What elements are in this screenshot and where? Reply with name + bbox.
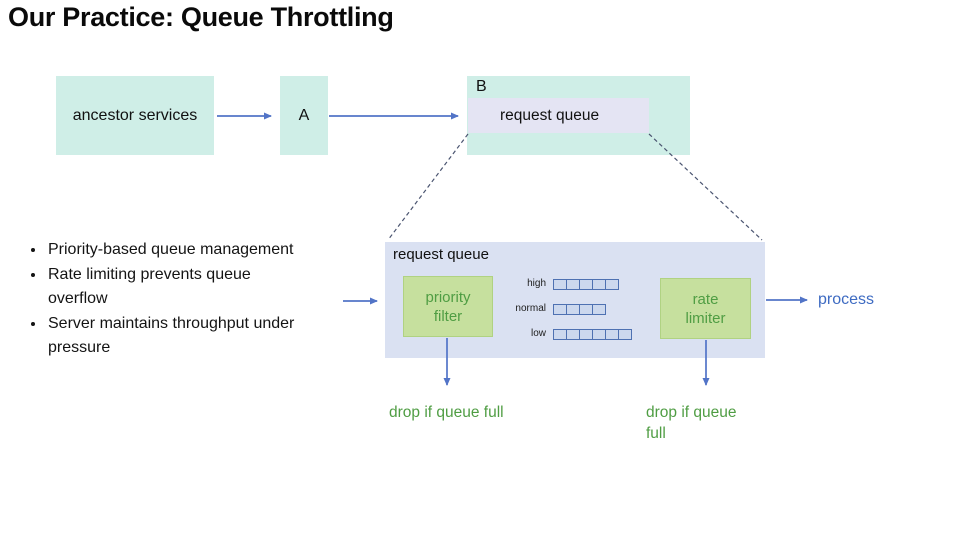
service-b-box: B request queue [467,76,690,155]
ancestor-services-box: ancestor services [56,76,214,155]
ancestor-services-label: ancestor services [72,106,198,124]
queue-cell [579,278,593,290]
queue-lane-cells [553,303,606,315]
queue-lane-label: normal [515,303,546,314]
page-title: Our Practice: Queue Throttling [8,2,394,32]
queue-cell [592,278,606,290]
request-queue-detail-title: request queue [393,246,489,263]
queue-cell [592,303,606,315]
queue-lane-normal: normal [506,303,632,315]
bullet-item: Priority-based queue management [46,238,296,263]
drop-if-queue-full-left-label: drop if queue full [389,404,504,421]
queue-cell [566,278,580,290]
service-a-label: A [298,106,310,124]
rate-limiter-box: rate limiter [660,278,751,339]
queue-cell [618,328,632,340]
queue-lane-cells [553,328,632,340]
bullet-item: Server maintains throughput under pressu… [46,312,296,361]
queue-cell [592,328,606,340]
queue-lane-low: low [506,328,632,340]
queue-cell [553,328,567,340]
queue-cell [605,278,619,290]
queue-cell [553,278,567,290]
priority-filter-box: priority filter [403,276,493,337]
queue-cell [566,303,580,315]
queue-cell [579,303,593,315]
rate-limiter-label: rate limiter [685,290,726,327]
service-a-box: A [280,76,328,155]
queue-lane-label: high [527,278,546,289]
queue-cell [579,328,593,340]
service-b-label: B [476,78,487,95]
priority-filter-label: priority filter [425,288,471,325]
queue-lane-label: low [530,328,546,339]
bullet-list: Priority-based queue management Rate lim… [28,238,296,361]
queue-lane-high: high [506,278,632,290]
queue-cell [566,328,580,340]
dashed-zoom-line-left [387,133,469,241]
request-queue-mini-box: request queue [468,98,649,133]
bullet-item: Rate limiting prevents queue overflow [46,263,296,312]
queue-lane-cells [553,278,619,290]
drop-if-queue-full-right-label: drop if queue full [646,404,737,442]
queue-lanes: high normal low [506,278,632,353]
process-label: process [818,291,875,308]
queue-cell [605,328,619,340]
queue-cell [553,303,567,315]
